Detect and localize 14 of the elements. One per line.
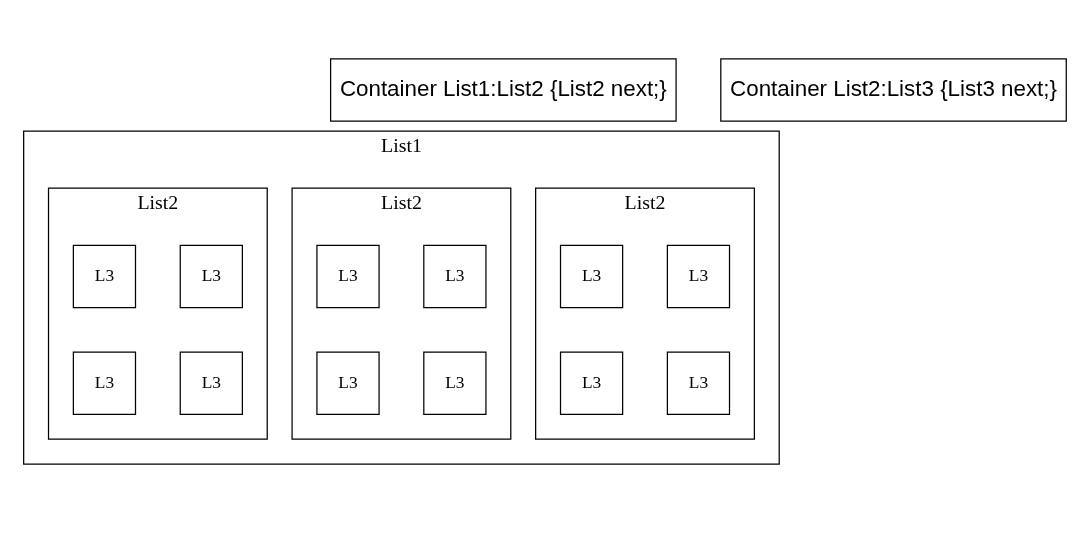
node-box: L3	[666, 244, 731, 309]
node-box: Container List1:List2 {List2 next;}	[330, 58, 677, 122]
node-box: L3	[559, 244, 624, 309]
node-box: L3	[559, 351, 624, 415]
node-box: L3	[316, 351, 380, 415]
node-box: L3	[179, 351, 243, 415]
node-box: L3	[72, 244, 137, 309]
node-box: L3	[423, 351, 487, 415]
node-box: L3	[72, 351, 137, 415]
node-box: Container List2:List3 {List3 next;}	[720, 58, 1067, 122]
node-box: L3	[179, 244, 243, 309]
node-box: L3	[666, 351, 731, 415]
node-box: L3	[423, 244, 487, 309]
node-box: L3	[316, 244, 380, 309]
